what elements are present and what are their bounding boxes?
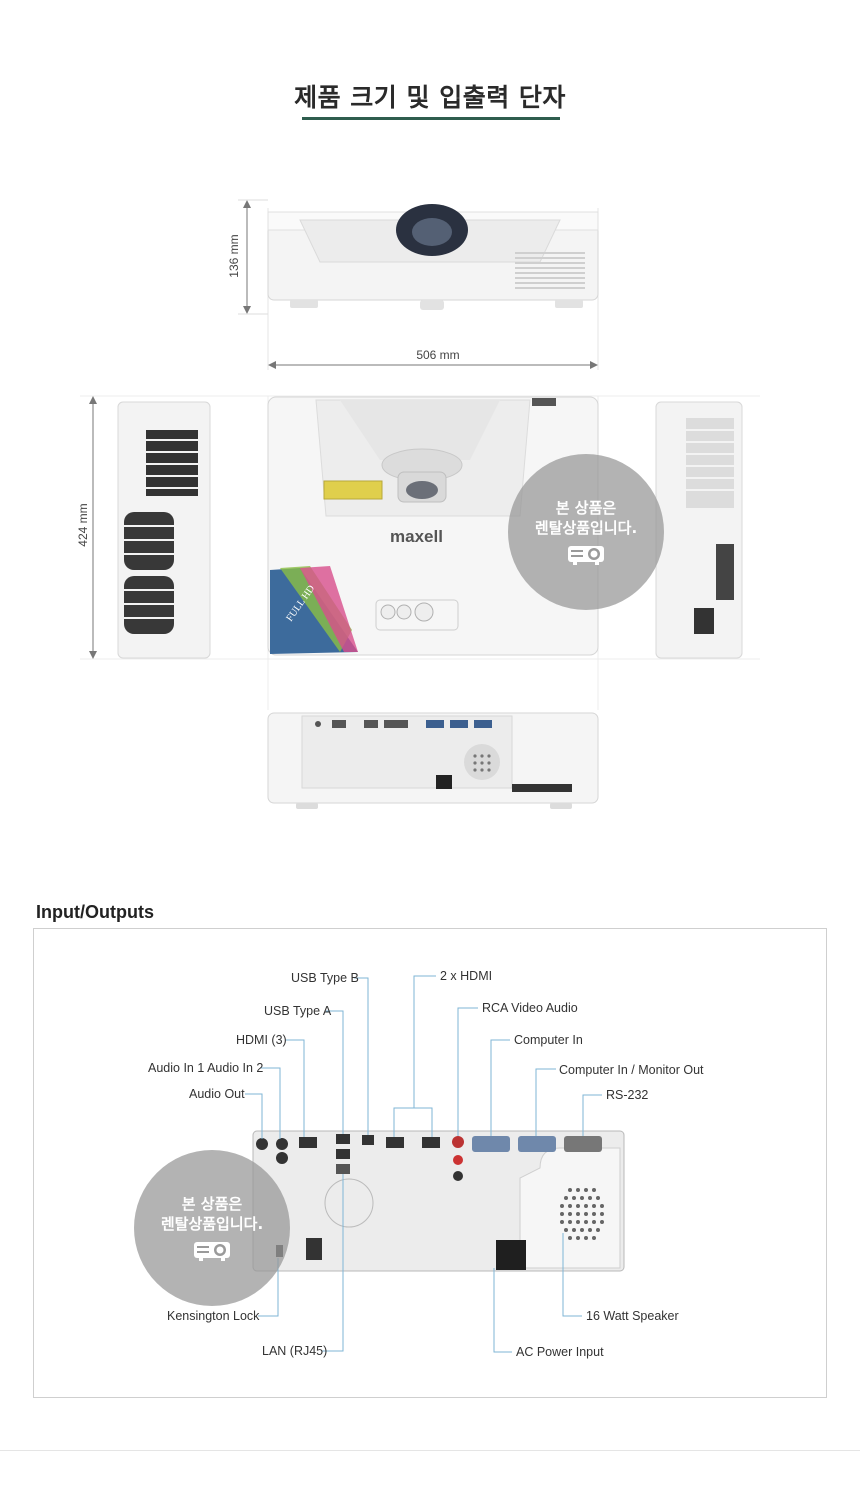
rental-badge: 본 상품은 렌탈상품입니다. <box>508 454 664 610</box>
leader-lines <box>245 975 602 1353</box>
label-audio-in: Audio In 1 Audio In 2 <box>148 1061 264 1075</box>
height-dimension-label: 136 mm <box>227 234 241 278</box>
rental-badge-line2: 렌탈상품입니다. <box>160 1215 264 1233</box>
label-16-watt-speaker: 16 Watt Speaker <box>586 1309 679 1323</box>
io-section-title: Input/Outputs <box>36 902 154 922</box>
page-title: 제품 크기 및 입출력 단자 <box>294 83 566 112</box>
bottom-divider <box>0 1450 860 1451</box>
speaker-grille <box>560 1188 604 1240</box>
depth-dimension-label: 424 mm <box>76 503 90 547</box>
title-underline <box>302 117 560 120</box>
rental-badge-line2: 렌탈상품입니다. <box>534 519 638 537</box>
rental-badge: 본 상품은 렌탈상품입니다. <box>134 1150 290 1306</box>
io-diagram <box>245 975 625 1353</box>
label-usb-type-a: USB Type A <box>264 1004 332 1018</box>
projector-right-side-view <box>655 401 743 659</box>
projector-left-side-view <box>117 401 211 659</box>
projector-front-view <box>267 204 599 310</box>
projector-rear-view <box>267 712 599 809</box>
label-computer-in: Computer In <box>514 1033 583 1047</box>
brand-logo: maxell <box>390 527 443 546</box>
label-lan-rj45: LAN (RJ45) <box>262 1344 328 1358</box>
label-hdmi-3: HDMI (3) <box>236 1033 287 1047</box>
label-usb-type-b: USB Type B <box>291 971 359 985</box>
label-computer-in-monitor-out: Computer In / Monitor Out <box>559 1063 704 1077</box>
dimension-drawing <box>80 199 760 809</box>
projector-icon <box>568 546 604 565</box>
label-audio-out: Audio Out <box>189 1087 245 1101</box>
label-ac-power-input: AC Power Input <box>516 1345 604 1359</box>
rental-badge-line1: 본 상품은 <box>555 499 617 517</box>
projector-icon <box>194 1242 230 1261</box>
label-kensington-lock: Kensington Lock <box>167 1309 260 1323</box>
projector-top-view <box>267 396 599 656</box>
width-dimension-label: 506 mm <box>416 348 460 362</box>
label-rca-video-audio: RCA Video Audio <box>482 1001 578 1015</box>
label-2x-hdmi: 2 x HDMI <box>440 969 493 983</box>
rental-badge-line1: 본 상품은 <box>181 1195 243 1213</box>
label-rs-232: RS-232 <box>606 1088 649 1102</box>
